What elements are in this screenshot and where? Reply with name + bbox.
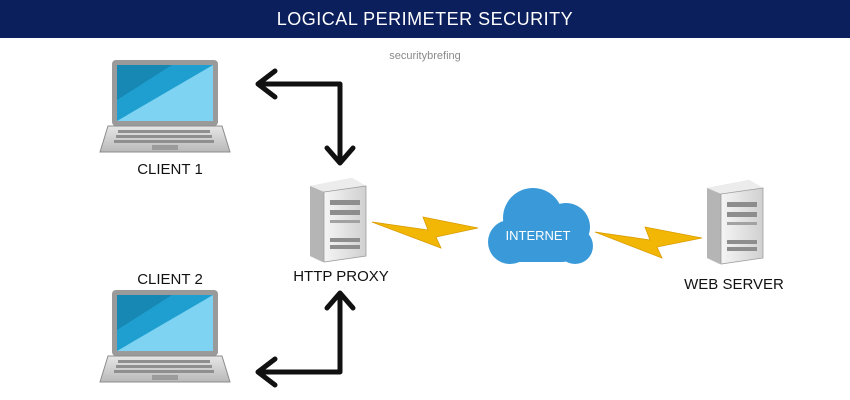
lightning-proxy-internet <box>371 216 479 249</box>
http-proxy-server-icon <box>310 178 367 263</box>
internet-label: INTERNET <box>505 228 571 243</box>
http-proxy-label: HTTP PROXY <box>293 268 389 285</box>
client-1-label: CLIENT 1 <box>137 161 203 178</box>
web-server-label: WEB SERVER <box>684 276 784 293</box>
internet-cloud-icon <box>488 188 593 264</box>
client-2-label: CLIENT 2 <box>137 271 203 288</box>
web-server-icon <box>707 180 764 265</box>
client-2-laptop-icon <box>99 290 231 383</box>
arrow-client1-proxy <box>255 68 356 166</box>
title-bar: LOGICAL PERIMETER SECURITY <box>0 0 850 38</box>
page-title: LOGICAL PERIMETER SECURITY <box>276 8 574 29</box>
arrow-client2-proxy <box>255 290 356 388</box>
lightning-internet-webserver <box>594 226 703 259</box>
watermark: securitybrefing <box>389 50 461 62</box>
client-1-laptop-icon <box>99 60 231 153</box>
